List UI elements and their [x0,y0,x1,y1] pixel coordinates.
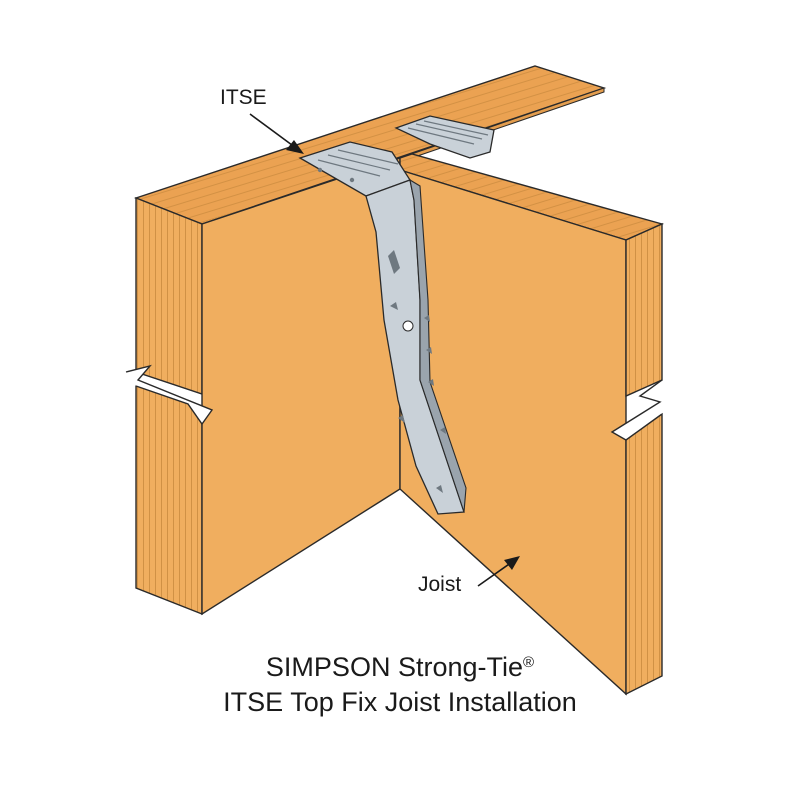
joist-end-grain-upper [625,222,663,398]
caption-title: ITSE Top Fix Joist Installation [223,687,577,717]
itse-bracket [298,141,467,515]
itse-rear-tab [394,115,495,159]
itse-leader-arrow [249,113,304,154]
header-front-face-left [201,157,401,616]
joist-leader-arrow [477,556,520,587]
header-end-grain-upper [135,196,203,395]
joist-break-line [610,379,663,441]
header-break-line [125,364,214,426]
joist-callout-label: Joist [418,573,462,596]
caption-brand-line: SIMPSON Strong-Tie® [0,652,800,683]
registered-mark: ® [523,654,535,671]
brand-name: SIMPSON Strong-Tie [265,652,523,682]
header-end-grain-lower [135,378,203,616]
itse-callout-label: ITSE [220,86,267,109]
